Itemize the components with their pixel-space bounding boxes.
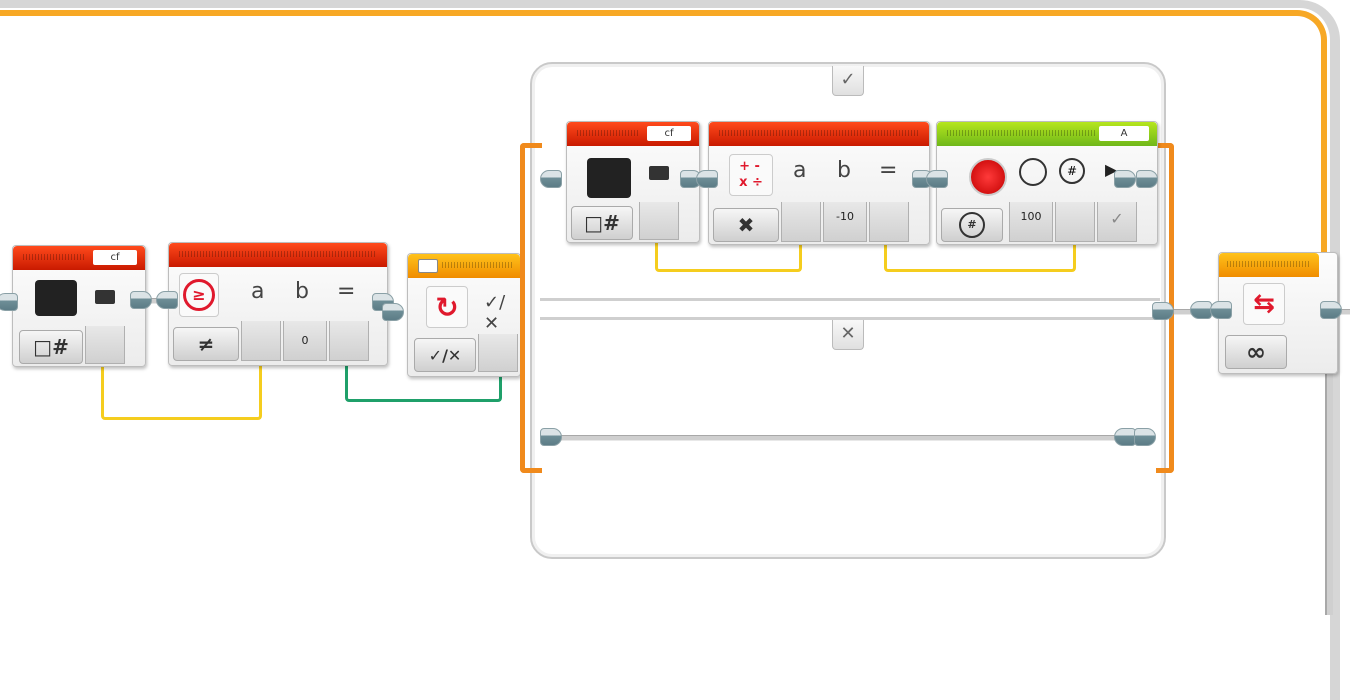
sequence-connector-in[interactable]: [1210, 301, 1232, 319]
data-wire-numeric: [655, 240, 802, 272]
output-result-plug[interactable]: [869, 202, 909, 242]
input-a-plug[interactable]: [781, 202, 821, 242]
loop-mode-selector[interactable]: ∞: [1225, 335, 1287, 369]
case-true-tab[interactable]: ✓: [832, 66, 864, 96]
block-header: cf: [13, 246, 145, 270]
input-a-label: a: [251, 279, 265, 304]
mode-selector[interactable]: #: [941, 208, 1003, 242]
variable-name-tag[interactable]: cf: [93, 250, 137, 265]
sequence-connector-in[interactable]: [540, 170, 562, 188]
mode-selector[interactable]: ✓/✕: [414, 338, 476, 372]
block-header: [709, 122, 929, 146]
speedometer-icon: [1019, 158, 1047, 186]
mode-selector[interactable]: ✖: [713, 208, 779, 242]
briefcase-icon: [95, 290, 115, 304]
sequence-connector-in[interactable]: [156, 291, 178, 309]
compare-icon[interactable]: ≥: [179, 273, 219, 317]
loop-icon[interactable]: ⇆: [1243, 283, 1285, 325]
output-label: =: [337, 279, 356, 304]
block-header: [408, 254, 520, 278]
input-b-plug[interactable]: -10: [823, 202, 867, 242]
sequence-connector-in[interactable]: [696, 170, 718, 188]
mode-selector[interactable]: ≠: [173, 327, 239, 361]
switch-icon[interactable]: ↻: [426, 286, 468, 328]
power-input-plug[interactable]: 100: [1009, 202, 1053, 242]
motor-port-tag[interactable]: A: [1099, 126, 1149, 141]
sequence-connector-out[interactable]: [1320, 301, 1342, 319]
rotations-icon: #: [959, 212, 985, 238]
case-false-tab[interactable]: ✕: [832, 320, 864, 350]
compare-block[interactable]: ≥ a b = ≠ 0: [168, 242, 388, 366]
loop-sequence-wire: [0, 10, 1327, 265]
block-header: [169, 243, 387, 267]
variable-name-tag[interactable]: cf: [647, 126, 691, 141]
sequence-wire-false-case: [548, 435, 1128, 441]
motor-icon[interactable]: [969, 158, 1007, 196]
block-header: A: [937, 122, 1157, 146]
output-value-plug[interactable]: [85, 326, 125, 364]
input-a-label: a: [793, 158, 807, 183]
data-wire-numeric: [101, 362, 262, 420]
sequence-connector-in[interactable]: [0, 293, 18, 311]
math-icon[interactable]: + - x ÷: [729, 154, 773, 196]
briefcase-icon: [35, 280, 77, 316]
rotations-icon: #: [1059, 158, 1085, 184]
case-divider: [540, 298, 1160, 320]
briefcase-icon: [587, 158, 631, 198]
sequence-connector-out[interactable]: [130, 291, 152, 309]
data-wire-logic: [345, 360, 502, 402]
condition-input-label: ✓/✕: [484, 292, 506, 334]
sequence-connector[interactable]: [1114, 428, 1136, 446]
loop-block[interactable]: ⇆ ∞: [1218, 252, 1338, 374]
input-a-plug[interactable]: [241, 321, 281, 361]
output-value-plug[interactable]: [639, 202, 679, 240]
sequence-connector-out[interactable]: [1136, 170, 1158, 188]
output-result-plug[interactable]: [329, 321, 369, 361]
math-block[interactable]: + - x ÷ a b = ✖ -10: [708, 121, 930, 245]
mode-selector[interactable]: □#: [571, 206, 633, 240]
block-header: cf: [567, 122, 699, 146]
sequence-wire-exit: [1325, 365, 1333, 615]
rotations-input-plug[interactable]: [1055, 202, 1095, 242]
output-label: =: [879, 158, 898, 183]
input-b-plug[interactable]: 0: [283, 321, 327, 361]
switch-bracket-left: [520, 143, 542, 473]
briefcase-icon: [649, 166, 669, 180]
block-header: [1219, 253, 1319, 277]
sequence-wire: [1335, 309, 1350, 315]
sequence-connector[interactable]: [1134, 428, 1156, 446]
condition-input-plug[interactable]: [478, 334, 518, 372]
brake-input-plug[interactable]: ✓: [1097, 202, 1137, 242]
variable-block[interactable]: cf □#: [12, 245, 146, 367]
variable-block[interactable]: cf □#: [566, 121, 700, 243]
switch-exit-connector[interactable]: [1152, 302, 1174, 320]
sequence-connector[interactable]: [540, 428, 562, 446]
sequence-connector-in[interactable]: [926, 170, 948, 188]
input-b-label: b: [837, 158, 851, 183]
data-wire-numeric: [884, 240, 1076, 272]
sequence-connector-in[interactable]: [382, 303, 404, 321]
view-toggle-icon[interactable]: [418, 259, 438, 273]
input-b-label: b: [295, 279, 309, 304]
sequence-connector-out[interactable]: [1114, 170, 1136, 188]
switch-block[interactable]: ↻ ✓/✕ ✓/✕: [407, 253, 521, 377]
mode-selector[interactable]: □#: [19, 330, 83, 364]
sequence-connector-in[interactable]: [1190, 301, 1212, 319]
